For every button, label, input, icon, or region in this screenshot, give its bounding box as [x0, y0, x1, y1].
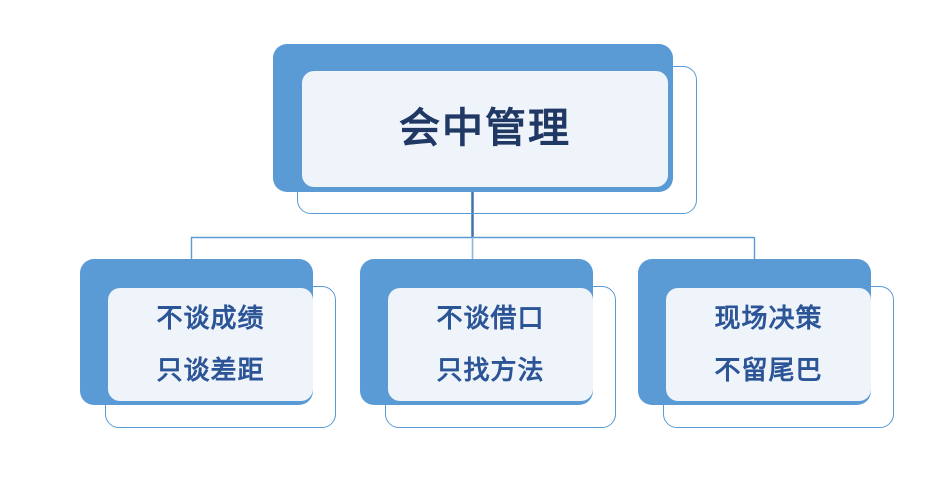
child-2-outline — [385, 286, 616, 428]
child-3-label-line1: 现场决策 — [714, 302, 823, 333]
root-panel: 会中管理 — [302, 71, 668, 187]
child-1-panel: 不谈成绩 只谈差距 — [108, 288, 313, 401]
child-3-outline — [663, 286, 894, 428]
child-1-label-line2: 只谈差距 — [156, 354, 265, 385]
root-outline — [297, 66, 697, 214]
child-3-label-line2: 不留尾巴 — [714, 354, 823, 385]
child-1-label-line1: 不谈成绩 — [156, 302, 265, 333]
node-child-3[interactable]: 现场决策 不留尾巴 — [638, 259, 894, 428]
child-2-label-line2: 只找方法 — [436, 354, 545, 385]
child-2-label-line1: 不谈借口 — [436, 302, 545, 333]
node-root[interactable]: 会中管理 — [273, 44, 697, 214]
node-child-1[interactable]: 不谈成绩 只谈差距 — [80, 259, 336, 428]
root-label: 会中管理 — [399, 105, 571, 152]
child-2-panel: 不谈借口 只找方法 — [388, 288, 593, 401]
child-3-panel: 现场决策 不留尾巴 — [666, 288, 871, 401]
child-1-outline — [105, 286, 336, 428]
node-child-2[interactable]: 不谈借口 只找方法 — [360, 259, 616, 428]
